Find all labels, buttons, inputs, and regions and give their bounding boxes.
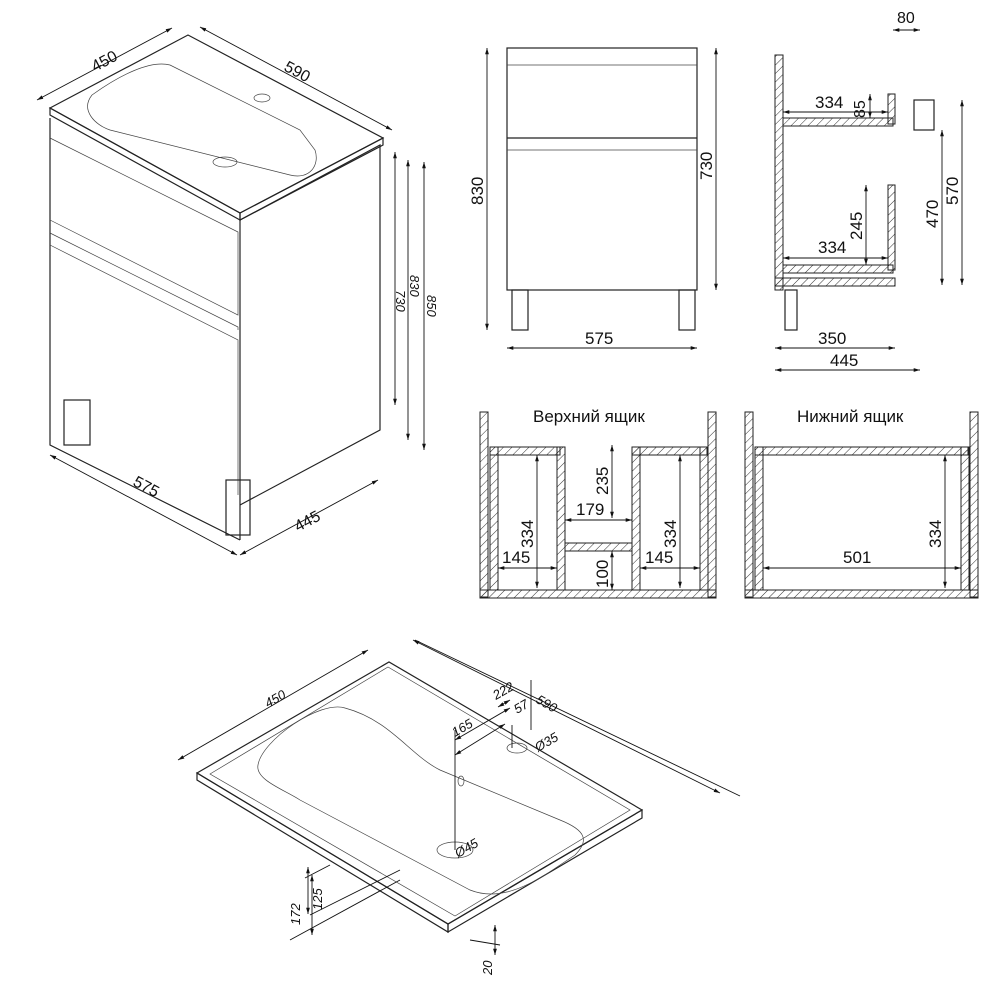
dim-label: 334 [818,238,846,257]
leg [511,289,529,331]
dim-label: Ø45 [451,835,481,861]
dim-label: 165 [449,715,476,739]
front-view: 830 730 575 [468,47,718,350]
dim-label: 590 [534,692,561,716]
leg [63,399,91,446]
dim-label: 235 [593,467,612,495]
dim-label: 245 [847,212,866,240]
dim-label: 590 [281,59,313,87]
dim-label: 334 [815,93,843,112]
dim-label: 575 [130,474,162,502]
dim-label: 334 [661,520,680,548]
dim-label: 57 [511,696,532,717]
dim-label: 80 [897,10,915,27]
dim-label: 445 [830,351,858,370]
dim-label: 470 [923,200,942,228]
leg [784,289,798,331]
dim-label: 830 [468,177,487,205]
leg [678,289,696,331]
dim-label: 100 [593,560,612,588]
dim-label: 334 [926,520,945,548]
dim-label: 20 [480,960,495,976]
side-section-view: 80 334 85 470 570 245 334 350 445 [774,10,964,372]
dim-label: 575 [585,329,613,348]
sink-iso-view: 450 590 222 57 165 Ø35 Ø45 172 125 20 [177,639,741,976]
lower-drawer-title: Нижний ящик [797,407,904,426]
dim-label: 501 [843,548,871,567]
dim-label: 222 [489,678,517,703]
lower-drawer-section: Нижний ящик 334 501 [744,407,979,599]
dim-label: 570 [943,177,962,205]
iso-cabinet-view: 450 590 730 830 850 575 445 [36,26,439,556]
dim-label: 179 [576,500,604,519]
dim-label: 145 [645,548,673,567]
upper-drawer-title: Верхний ящик [533,407,645,426]
dim-label: 850 [424,295,439,317]
dim-label: 450 [262,686,289,710]
dim-label: Ø35 [531,729,561,755]
dim-label: 450 [89,48,121,76]
dim-label: 334 [518,520,537,548]
dim-label: 125 [310,888,325,910]
upper-drawer-section: Верхний ящик 334 334 235 179 100 145 145 [479,407,717,599]
dim-label: 172 [288,903,303,925]
dim-label: 350 [818,329,846,348]
dim-label: 730 [697,152,716,180]
dim-label: 145 [502,548,530,567]
dim-label: 830 [407,275,422,297]
dim-label: 730 [393,290,408,312]
dim-label: 85 [852,100,869,118]
